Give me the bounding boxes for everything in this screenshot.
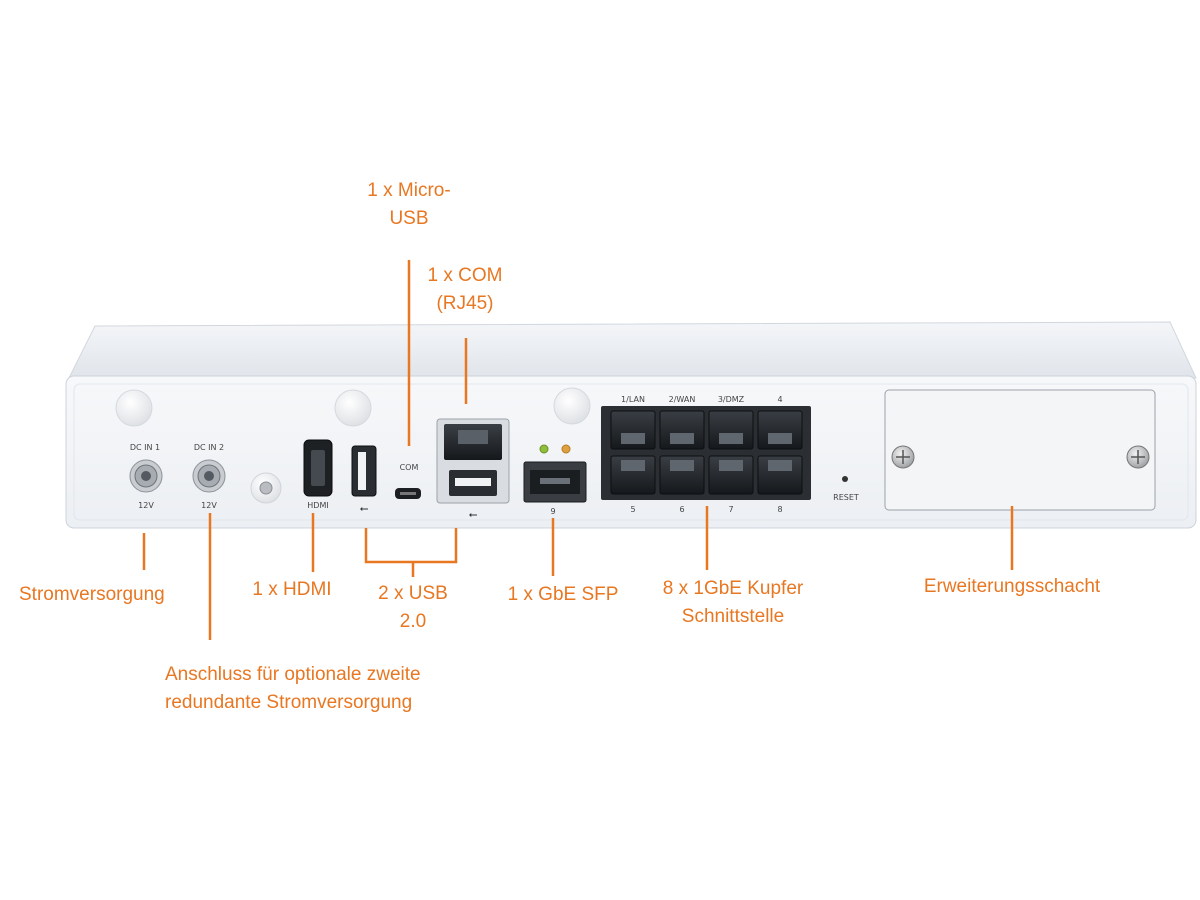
callout-sfp: 1 x GbE SFP xyxy=(493,581,633,609)
callout-redundant-power: Anschluss für optionale zweite redundant… xyxy=(165,661,421,717)
rj45-port xyxy=(757,455,803,495)
reset-button xyxy=(842,476,848,482)
port-label-top: 2/WAN xyxy=(669,395,696,404)
dc-in-2-label: DC IN 2 xyxy=(194,443,224,452)
foot xyxy=(115,389,153,427)
callout-redundant-power-line2: redundante Stromversorgung xyxy=(165,692,413,713)
usb-icon: ⭠ xyxy=(469,508,478,521)
rj45-port xyxy=(610,455,656,495)
callout-hdmi: 1 x HDMI xyxy=(237,576,347,604)
copper-ports xyxy=(610,410,803,495)
rj45-port xyxy=(659,455,705,495)
callout-hdmi-text: 1 x HDMI xyxy=(252,579,332,600)
callout-redundant-power-line1: Anschluss für optionale zweite xyxy=(165,664,421,685)
callout-com-line1: 1 x COM xyxy=(427,265,503,286)
chassis-top xyxy=(67,321,1197,381)
usb-icon: ⭠ xyxy=(360,502,369,515)
callout-usb-line1: 2 x USB xyxy=(378,583,448,604)
foot xyxy=(553,387,591,425)
callout-usb-line2: 2.0 xyxy=(399,611,427,632)
port-label-bottom: 6 xyxy=(679,505,684,514)
leader-lines xyxy=(142,260,1014,640)
port-label-bottom: 5 xyxy=(630,505,635,514)
callout-com: 1 x COM (RJ45) xyxy=(405,262,525,318)
callout-expansion-text: Erweiterungsschacht xyxy=(923,576,1101,597)
rj45-port xyxy=(610,410,656,450)
callout-micro-usb: 1 x Micro- USB xyxy=(349,177,469,233)
callout-expansion: Erweiterungsschacht xyxy=(902,573,1122,601)
dc-in-1-voltage: 12V xyxy=(138,501,154,510)
rj45-port xyxy=(757,410,803,450)
callout-power: Stromversorgung xyxy=(19,581,165,609)
callout-power-text: Stromversorgung xyxy=(19,584,165,605)
callout-micro-usb-line2: USB xyxy=(389,208,429,229)
port-label-bottom: 7 xyxy=(728,505,733,514)
callout-copper: 8 x 1GbE Kupfer Schnittstelle xyxy=(643,575,823,631)
port-label-top: 4 xyxy=(777,395,782,404)
callout-usb: 2 x USB 2.0 xyxy=(358,580,468,636)
expansion-slot xyxy=(884,389,1156,511)
reset-label: RESET xyxy=(833,493,859,502)
com-label: COM xyxy=(400,463,419,472)
sfp-led-orange xyxy=(561,444,571,454)
port-label-top: 3/DMZ xyxy=(718,395,745,404)
callout-sfp-text: 1 x GbE SFP xyxy=(507,584,619,605)
rj45-port xyxy=(708,410,754,450)
callout-copper-line2: Schnittstelle xyxy=(681,606,785,627)
foot xyxy=(334,389,372,427)
port-label-bottom: 8 xyxy=(777,505,782,514)
rj45-port xyxy=(659,410,705,450)
sfp-port-number: 9 xyxy=(550,507,555,516)
dc-in-2-voltage: 12V xyxy=(201,501,217,510)
callout-copper-line1: 8 x 1GbE Kupfer xyxy=(662,578,804,599)
sfp-led-green xyxy=(539,444,549,454)
callout-micro-usb-line1: 1 x Micro- xyxy=(367,180,451,201)
callout-com-line2: (RJ45) xyxy=(436,293,494,314)
hdmi-label: HDMI xyxy=(307,501,328,510)
dc-in-1-label: DC IN 1 xyxy=(130,443,160,452)
port-label-top: 1/LAN xyxy=(621,395,645,404)
rj45-port xyxy=(708,455,754,495)
